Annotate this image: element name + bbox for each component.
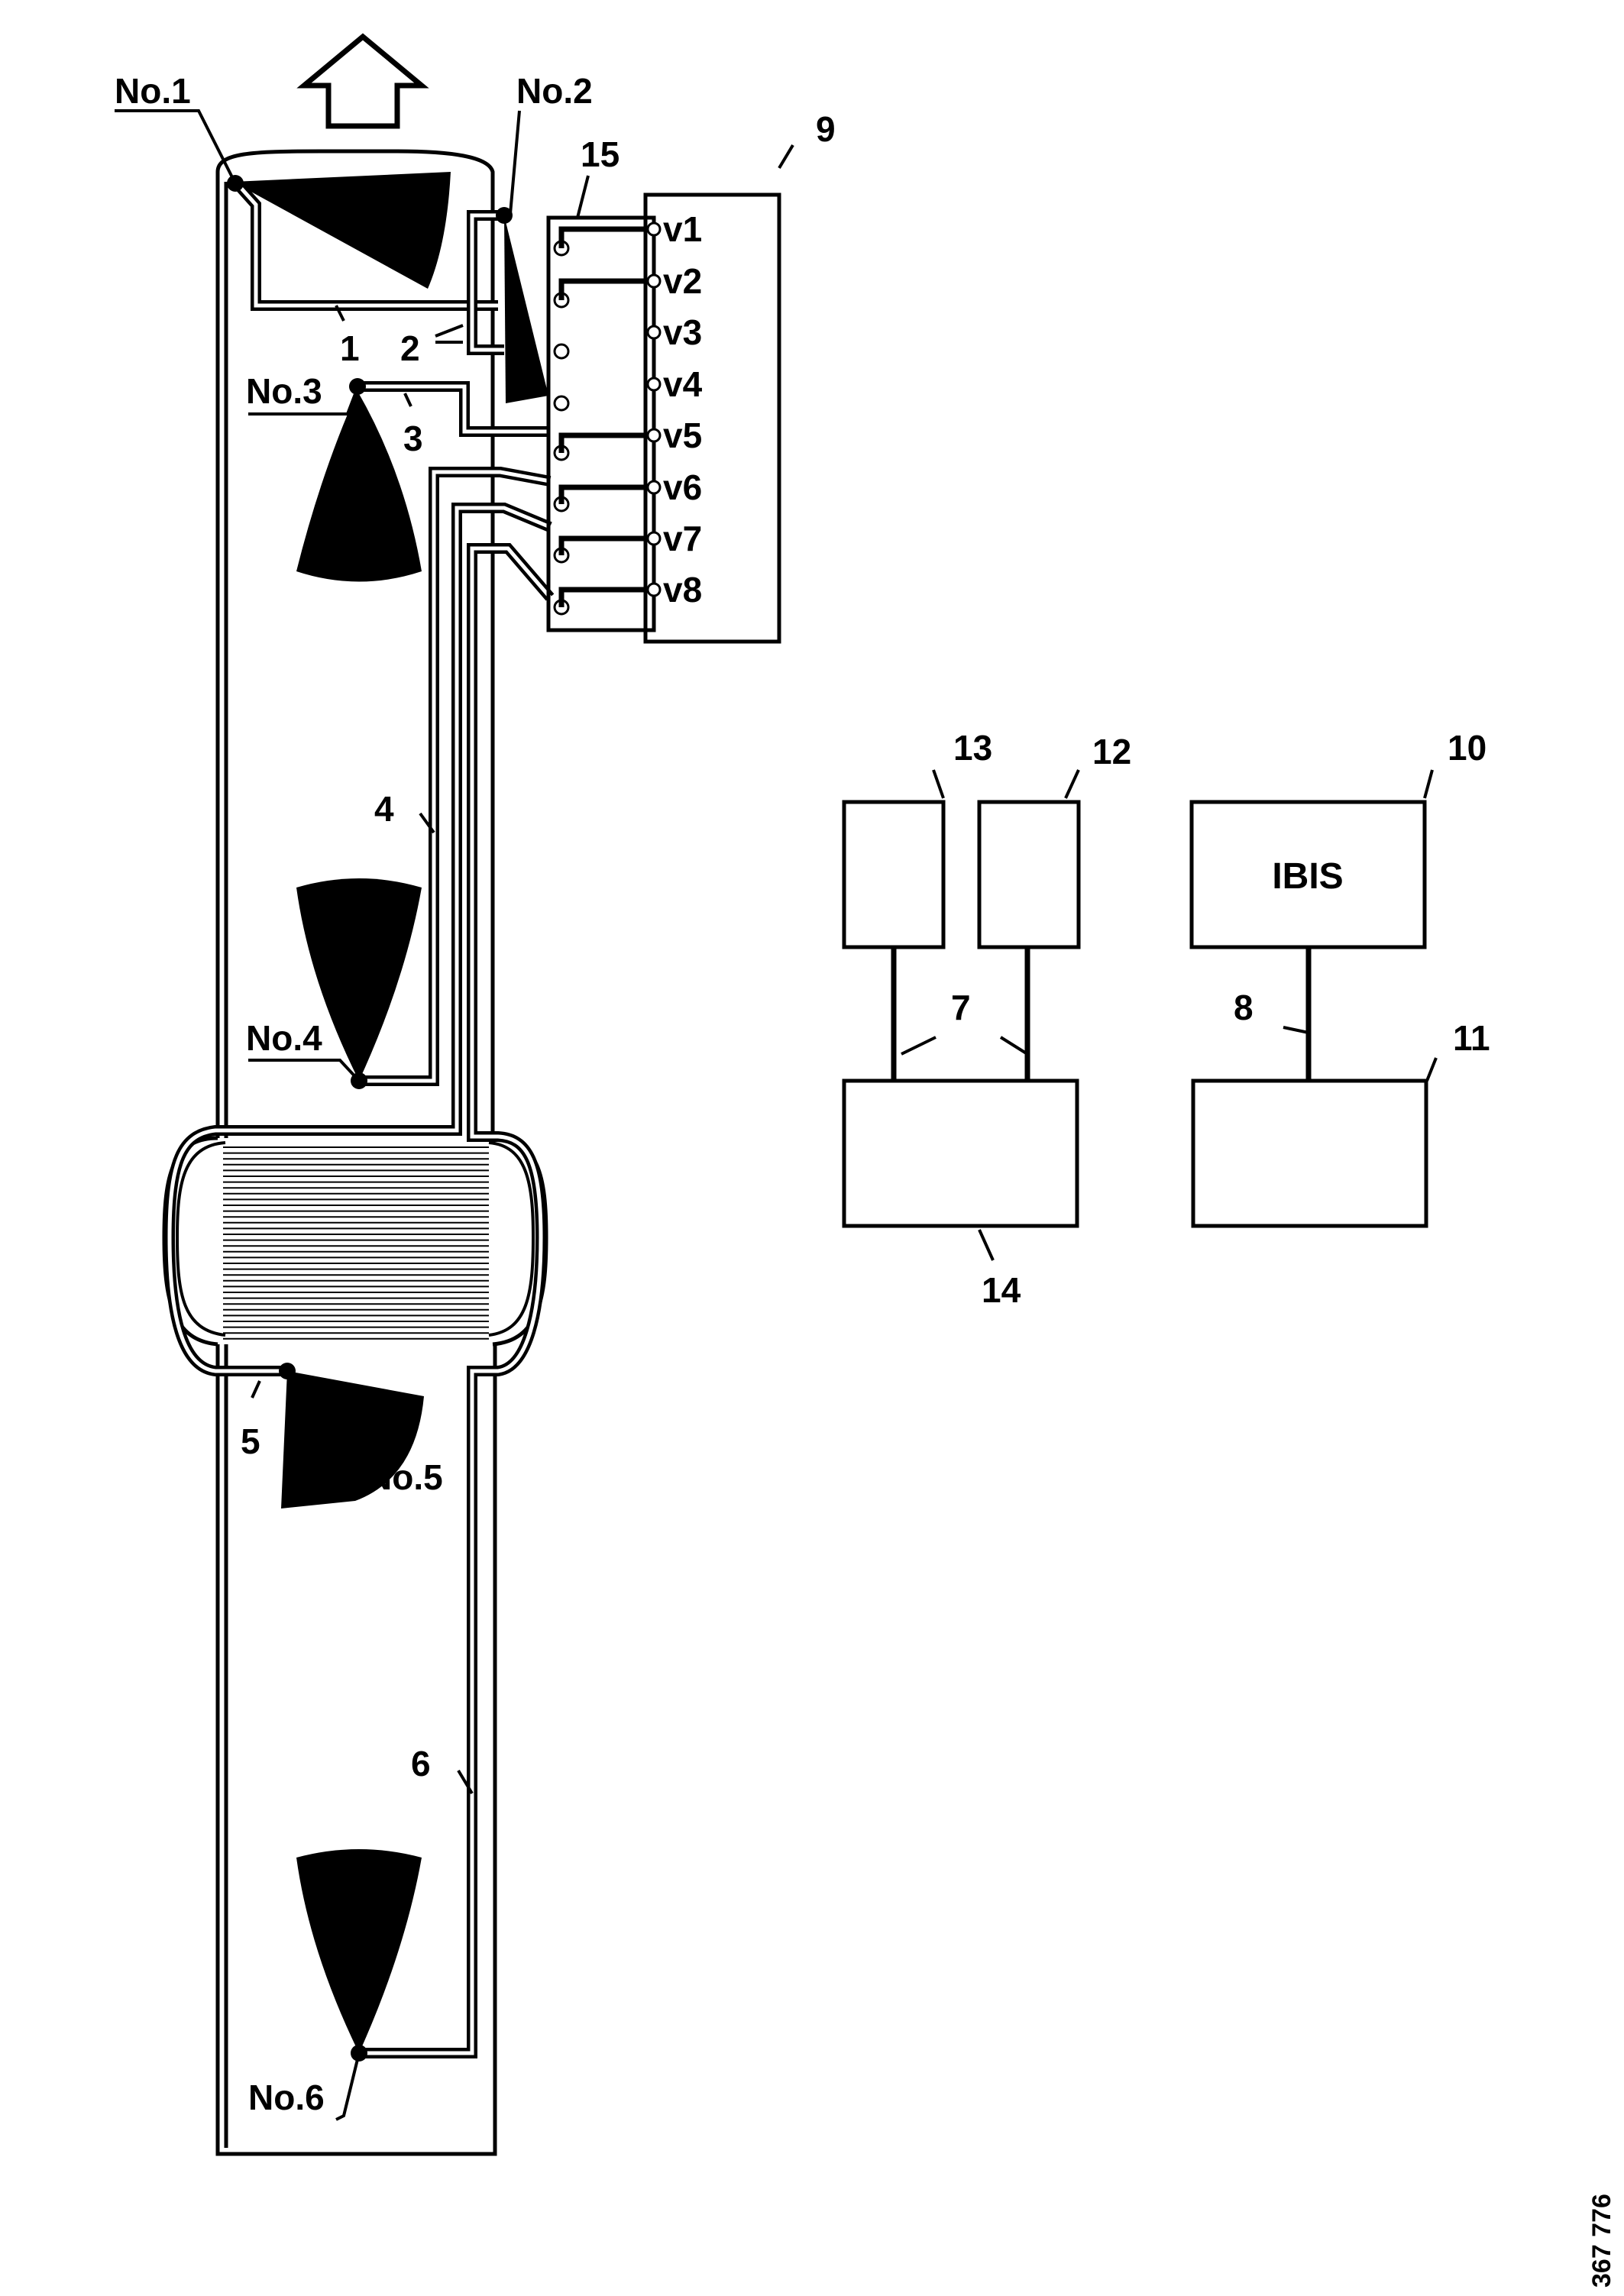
amplifier-output-pin (646, 428, 662, 443)
amplifier-output-label: v5 (663, 416, 702, 455)
amplifier-output-label: v3 (663, 312, 702, 352)
drawing-code: 367 776 (1587, 2194, 1616, 2288)
amplifier-output-wire (558, 535, 648, 555)
speaker-label-2: No.2 (516, 71, 593, 111)
speaker-label-4: No.4 (246, 1018, 322, 1058)
box-12 (977, 800, 1081, 949)
wire-label-8: 8 (1234, 988, 1254, 1027)
amplifier-output-pin (646, 582, 662, 597)
amplifier-output-wire (558, 484, 648, 504)
speaker-cone-5 (281, 1371, 424, 1509)
speaker-cone-4 (296, 878, 422, 1081)
speaker-cone-6 (296, 1849, 422, 2053)
speaker-label-6: No.6 (248, 2078, 325, 2117)
box-10-label: 10 (1448, 728, 1487, 768)
amplifier-output-wire (558, 432, 648, 453)
amplifier-output-pin (646, 222, 662, 237)
box-12-label: 12 (1092, 732, 1131, 771)
speaker-label-1: No.1 (115, 71, 191, 111)
wire-label-3: 3 (403, 419, 423, 458)
box-14-label: 14 (982, 1270, 1021, 1310)
speaker-cone-1 (233, 172, 451, 289)
direction-arrow-icon (296, 33, 429, 129)
amplifier-output-label: v1 (663, 209, 702, 249)
ibis-text: IBIS (1272, 856, 1343, 897)
leader-lines (115, 109, 1438, 2121)
speaker-label-5: No.5 (367, 1457, 443, 1497)
wire-label-4: 4 (374, 789, 394, 829)
wire-label-1: 1 (340, 328, 360, 368)
amplifier-output-pin (646, 273, 662, 289)
labels: No.1 No.2 No.3 No.4 No.5 No.6 1 2 3 4 5 … (115, 71, 1616, 2288)
amplifier-box: v1 v2 v3 v4 v5 v6 v7 v8 (558, 192, 781, 644)
amplifier-output-wire (558, 226, 648, 248)
amplifier-output-pin (646, 531, 662, 546)
box-11-label: 11 (1453, 1018, 1490, 1058)
wire-label-2: 2 (400, 328, 420, 368)
amplifier-output-label: v8 (663, 570, 702, 610)
amplifier-output-pin (646, 325, 662, 340)
wiring-harness (163, 179, 555, 2058)
amplifier-output-wire (558, 587, 648, 607)
box-11 (1191, 1078, 1428, 1228)
amplifier-output-label: v7 (663, 519, 702, 558)
speaker-cone-3 (296, 391, 422, 582)
box-13-label: 13 (953, 728, 992, 768)
wire-label-7: 7 (951, 988, 971, 1027)
terminal-pin (553, 343, 570, 360)
wire-label-6: 6 (411, 1744, 431, 1783)
amplifier-output-wire (558, 278, 648, 300)
amplifier-output-label: v6 (663, 467, 702, 507)
component-boxes (842, 800, 1428, 1228)
amplifier-output-pin (646, 377, 662, 392)
loudspeaker-cones (233, 172, 548, 2053)
speaker-cone-2 (504, 215, 548, 403)
speaker-label-3: No.3 (246, 371, 322, 411)
amplifier-output-label: v4 (663, 364, 703, 404)
box-13 (842, 800, 946, 949)
bellows-ribs (223, 1146, 489, 1340)
wire-label-5: 5 (241, 1421, 260, 1461)
amplifier-output-pin (646, 480, 662, 495)
box-14 (842, 1078, 1079, 1228)
terminal-pin (553, 395, 570, 412)
terminal-strip-label: 15 (581, 134, 620, 174)
amplifier-output-label: v2 (663, 261, 702, 301)
amplifier-label: 9 (816, 109, 836, 149)
